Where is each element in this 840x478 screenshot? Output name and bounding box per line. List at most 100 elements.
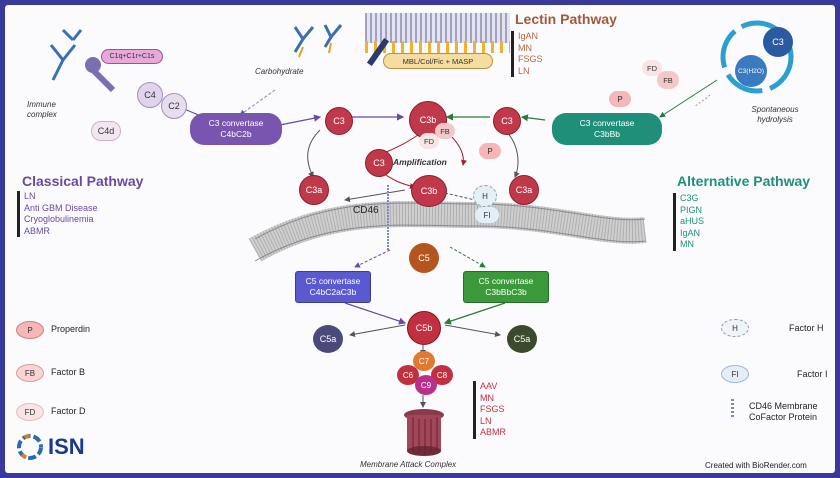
alternative-c5-convertase: C5 convertase C3bBbC3b (463, 271, 549, 303)
isn-logo-icon (17, 434, 43, 460)
legend-factor-d-badge: FD (16, 403, 44, 421)
center-p-label: P (487, 146, 493, 156)
alt-fd-label: FD (647, 63, 657, 73)
c3h2o-node: C3(H2O) (735, 55, 767, 87)
mac-disease: ABMR (480, 427, 507, 437)
c3-amp-label: C3 (373, 158, 385, 168)
alternative-c3-convertase: C3 convertase C3bBb (552, 113, 662, 145)
center-fd-node: FD (419, 133, 439, 149)
mac-disease: MN (480, 392, 494, 403)
alternative-disease: MN (680, 239, 694, 249)
c6-node: C6 (397, 365, 419, 385)
legend-factor-d-label: Factor D (51, 406, 86, 416)
c4-node: C4 (137, 82, 163, 108)
center-fd-label: FD (424, 136, 434, 146)
legend-properdin-badge: P (16, 321, 44, 339)
c3a-right-node: C3a (509, 175, 539, 205)
lectin-disease-list: IgAN MN FSGS LN (511, 31, 543, 77)
c7-label: C7 (418, 356, 430, 366)
cd46-label: CD46 (353, 205, 379, 216)
immune-complex-icon (33, 25, 123, 95)
c5-convertase-label: C5 convertase (305, 276, 361, 286)
c9-node: C9 (415, 375, 437, 395)
c4d-label: C4d (97, 126, 115, 136)
alt-p-label: P (617, 94, 623, 104)
c9-label: C9 (420, 380, 432, 390)
c5-convertase-formula: C4bC2aC3b (309, 287, 357, 297)
lectin-disease: LN (518, 65, 530, 76)
c5a-left-node: C5a (313, 325, 343, 353)
lectin-title: Lectin Pathway (515, 11, 617, 27)
mbl-complex-pill: MBL/Col/Fic + MASP (383, 53, 493, 69)
legend-factor-d-symbol: FD (24, 407, 36, 417)
c8-node: C8 (431, 365, 453, 385)
legend-factor-i-badge: FI (721, 365, 749, 383)
center-fi-label: FI (483, 210, 491, 220)
c3-amplification-node: C3 (365, 149, 393, 177)
carbohydrate-chains (365, 41, 510, 53)
center-h-label: H (482, 191, 488, 201)
legend-factor-b-label: Factor B (51, 367, 86, 377)
legend-factor-b-symbol: FB (24, 368, 36, 378)
classical-disease: LN (24, 191, 36, 201)
legend-properdin-symbol: P (27, 325, 33, 335)
c5-label: C5 (418, 253, 430, 263)
c8-label: C8 (436, 370, 448, 380)
c3-right-label: C3 (501, 116, 513, 126)
c3b-mid-node: C3b (411, 175, 447, 207)
lectin-receptor-array (365, 13, 510, 43)
immune-complex-label: Immune complex (27, 100, 57, 119)
center-p-node: P (479, 143, 501, 159)
c4d-node: C4d (91, 121, 121, 141)
classical-disease: Anti GBM Disease (24, 202, 98, 213)
isn-logo-text: ISN (48, 434, 85, 459)
classical-c3-convertase: C3 convertase C4bC2b (190, 113, 282, 145)
mac-pore-icon (401, 407, 447, 457)
c5b-node: C5b (407, 311, 441, 345)
c3-convertase-label: C3 convertase (579, 118, 635, 128)
legend-factor-h-label: Factor H (789, 323, 824, 333)
c3h2o-label: C3(H2O) (737, 67, 764, 75)
c5-convertase-formula: C3bBbC3b (485, 287, 527, 297)
diagram-frame: Carbohydrate MBL/Col/Fic + MASP Lectin P… (5, 5, 835, 473)
c5-convertase-label: C5 convertase (478, 276, 534, 286)
legend-factor-h-symbol: H (732, 323, 738, 333)
alternative-title: Alternative Pathway (677, 173, 811, 189)
classical-title: Classical Pathway (22, 173, 144, 189)
mac-disease: LN (480, 415, 492, 426)
c3-left-label: C3 (333, 116, 345, 126)
c3-left-node: C3 (325, 107, 353, 135)
connector-layer (174, 79, 718, 408)
c2-node: C2 (161, 93, 187, 119)
c4-label: C4 (144, 90, 156, 100)
c1-pill: C1q+C1r+C1s (101, 49, 163, 64)
alt-p-node: P (609, 91, 631, 107)
alt-fb-node: FB (657, 71, 679, 89)
classical-disease: Cryoglobulinemia (24, 214, 94, 224)
center-fb-node: FB (435, 123, 455, 139)
c6-label: C6 (402, 370, 414, 380)
alternative-disease: PIGN (680, 204, 703, 215)
c3b-mid-label: C3b (420, 186, 438, 196)
alternative-disease: IgAN (680, 227, 701, 238)
c5a-left-label: C5a (319, 334, 337, 344)
classical-c5-convertase: C5 convertase C4bC2aC3b (295, 271, 371, 303)
legend-factor-i-label: Factor I (797, 369, 828, 379)
center-fi-node: FI (475, 207, 499, 223)
legend-factor-b-badge: FB (16, 364, 44, 382)
amplification-label: Amplification (393, 157, 447, 167)
mbl-complex-label: MBL/Col/Fic + MASP (402, 56, 474, 66)
alternative-disease: C3G (680, 193, 699, 203)
classical-disease-list: LN Anti GBM Disease Cryoglobulinemia ABM… (17, 191, 98, 237)
mac-disease: AAV (480, 381, 498, 391)
spontaneous-hydrolysis-label: Spontaneous hydrolysis (751, 105, 799, 124)
alternative-disease-list: C3G PIGN aHUS IgAN MN (673, 193, 704, 251)
mac-label: Membrane Attack Complex (360, 460, 457, 469)
c7-node: C7 (413, 351, 435, 371)
mac-disease-list: AAV MN FSGS LN ABMR (473, 381, 506, 439)
isn-logo: ISN (15, 429, 111, 465)
alt-fb-label: FB (663, 75, 673, 85)
c3-convertase-label: C3 convertase (208, 118, 264, 128)
legend-properdin-label: Properdin (51, 324, 91, 334)
c3-right-node: C3 (493, 107, 521, 135)
